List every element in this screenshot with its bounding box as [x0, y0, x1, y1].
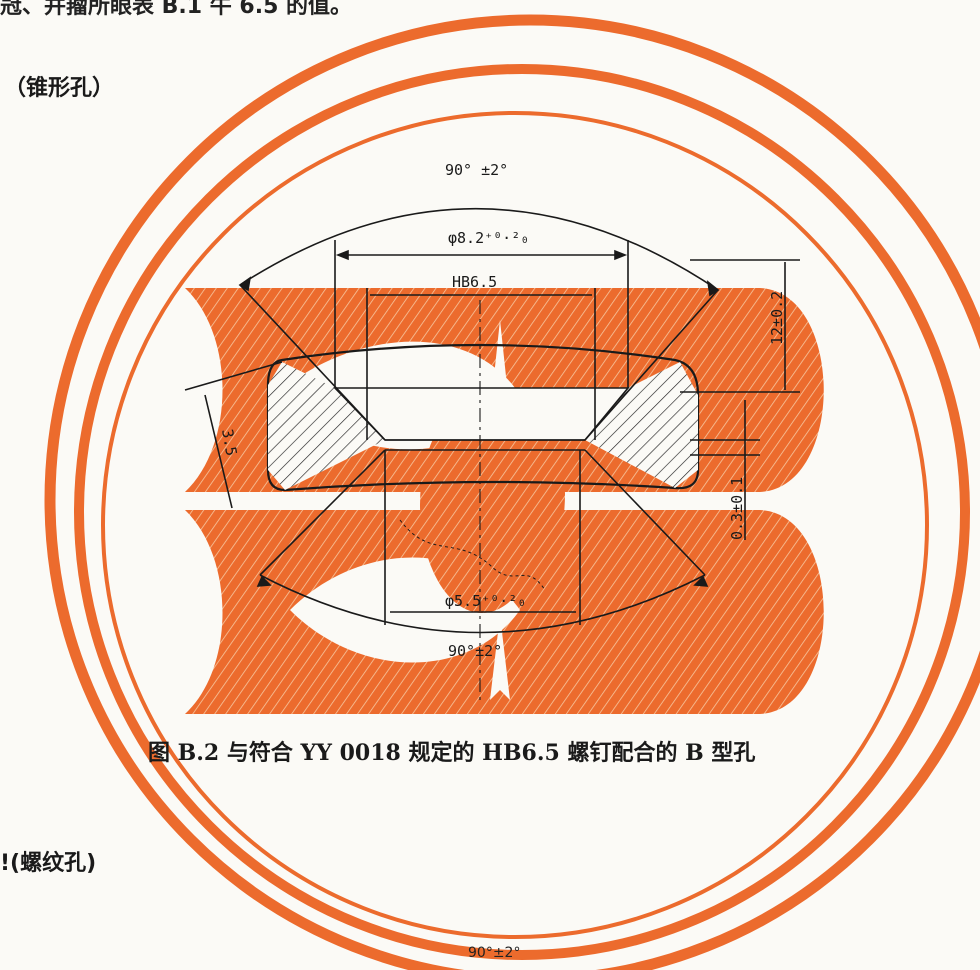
dim-bottom-angle: 90°±2°	[448, 642, 502, 660]
dim-right-small: 0.3±0.1	[728, 477, 746, 540]
section-heading-threaded: !(螺纹孔)	[0, 851, 97, 876]
watermark-rings	[44, 14, 980, 970]
cropped-text-line: 冠、并籀所眼表 B.1 牛 6.5 的值。	[0, 0, 353, 19]
figure-caption: 图 B.2 与符合 YY 0018 规定的 HB6.5 螺钉配合的 B 型孔	[148, 740, 756, 766]
screw-hole-drawing	[184, 207, 800, 700]
dim-inner-diameter: φ5.5⁺⁰·²₀	[445, 592, 526, 610]
next-figure-angle-label: 90°±2°	[468, 945, 521, 961]
dim-right-height: 12±0.2	[768, 291, 786, 345]
dim-top-angle: 90° ±2°	[445, 161, 508, 179]
dim-screw-ref: HB6.5	[452, 273, 497, 291]
section-heading-conical: （锥形孔）	[4, 76, 115, 101]
dim-left-depth: 3.5	[218, 428, 240, 458]
dimension-labels: 90° ±2° φ8.2⁺⁰·²₀ HB6.5 12±0.2 3.5 0.3±0…	[218, 161, 786, 660]
dim-outer-diameter: φ8.2⁺⁰·²₀	[448, 229, 529, 247]
